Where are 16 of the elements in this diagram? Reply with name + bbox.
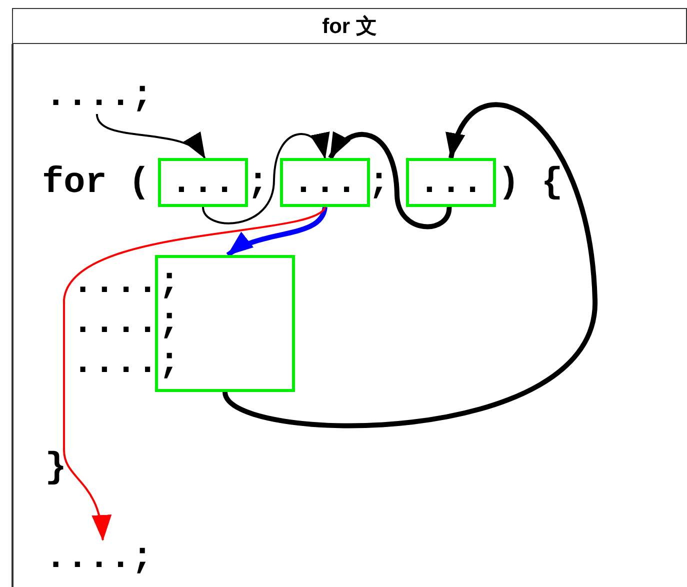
code-text: }	[45, 450, 67, 486]
code-text: ) {	[498, 165, 563, 201]
code-box: ...	[406, 158, 496, 207]
code-text: ;	[247, 165, 269, 201]
code-text: ;	[368, 165, 390, 201]
arrow	[63, 206, 326, 541]
arrow	[222, 102, 598, 428]
title: for 文	[12, 8, 687, 44]
arrow	[202, 131, 328, 224]
arrow	[226, 206, 328, 258]
arrow	[96, 114, 206, 159]
code-box: ...	[280, 158, 370, 207]
code-text: for (	[42, 165, 150, 201]
code-box: ...	[158, 158, 248, 207]
code-line: ....;	[45, 78, 163, 114]
code-line: ....;	[45, 540, 163, 576]
